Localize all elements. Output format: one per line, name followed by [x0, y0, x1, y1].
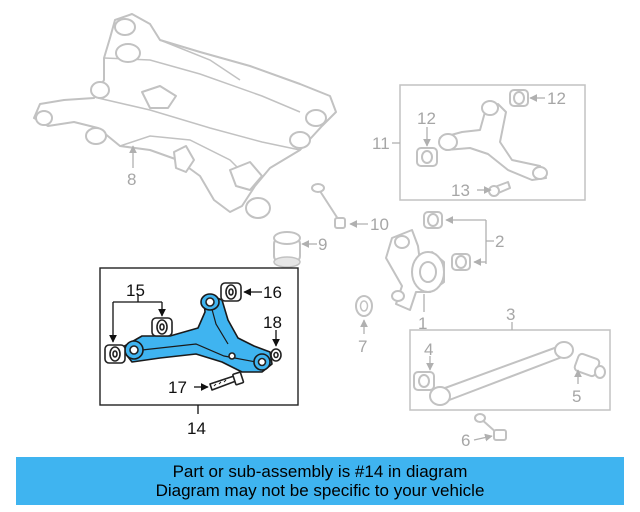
callout-17: 17: [168, 378, 187, 397]
callout-5: 5: [572, 387, 581, 406]
upper-arm-part: [416, 89, 548, 197]
lateral-link-group-box: [409, 329, 611, 411]
bolt-10-part: [311, 183, 346, 229]
knuckle-part: [385, 229, 445, 311]
banner-line-2: Diagram may not be specific to your vehi…: [155, 481, 485, 500]
lower-control-arm-part: [120, 293, 273, 373]
knuckle-bushing-upper-part: [423, 211, 443, 229]
subframe-part: [33, 13, 337, 219]
lower-arm-group-box: [99, 267, 299, 406]
washer-18-part: [270, 348, 282, 362]
washer-7-part: [355, 295, 373, 317]
callout-14: 14: [187, 419, 206, 438]
callout-6: 6: [461, 431, 470, 450]
bushing-15-upper-part: [151, 317, 173, 337]
callout-12-upper: 12: [547, 89, 566, 108]
bolt-6-part: [474, 413, 507, 441]
info-banner: Part or sub-assembly is #14 in diagram D…: [16, 457, 624, 505]
callout-8: 8: [127, 170, 136, 189]
callout-11: 11: [372, 134, 390, 153]
callout-9: 9: [318, 235, 327, 254]
callout-13: 13: [451, 181, 470, 200]
bushing-16-part: [220, 282, 242, 302]
callout-4: 4: [424, 340, 433, 359]
callout-7: 7: [358, 337, 367, 356]
callout-1: 1: [418, 314, 427, 333]
callout-12-lower: 12: [417, 109, 436, 128]
knuckle-bushing-lower-part: [451, 253, 471, 271]
mount-bushing-9-part: [273, 231, 301, 268]
callout-10: 10: [370, 215, 389, 234]
bolt-17-part: [209, 371, 245, 391]
callout-16: 16: [263, 283, 282, 302]
banner-line-1: Part or sub-assembly is #14 in diagram: [172, 462, 468, 481]
callout-2: 2: [495, 232, 504, 251]
bushing-15-lower-part: [104, 344, 126, 364]
callout-3: 3: [506, 305, 515, 324]
callout-18: 18: [263, 313, 282, 332]
callout-15: 15: [126, 281, 145, 300]
